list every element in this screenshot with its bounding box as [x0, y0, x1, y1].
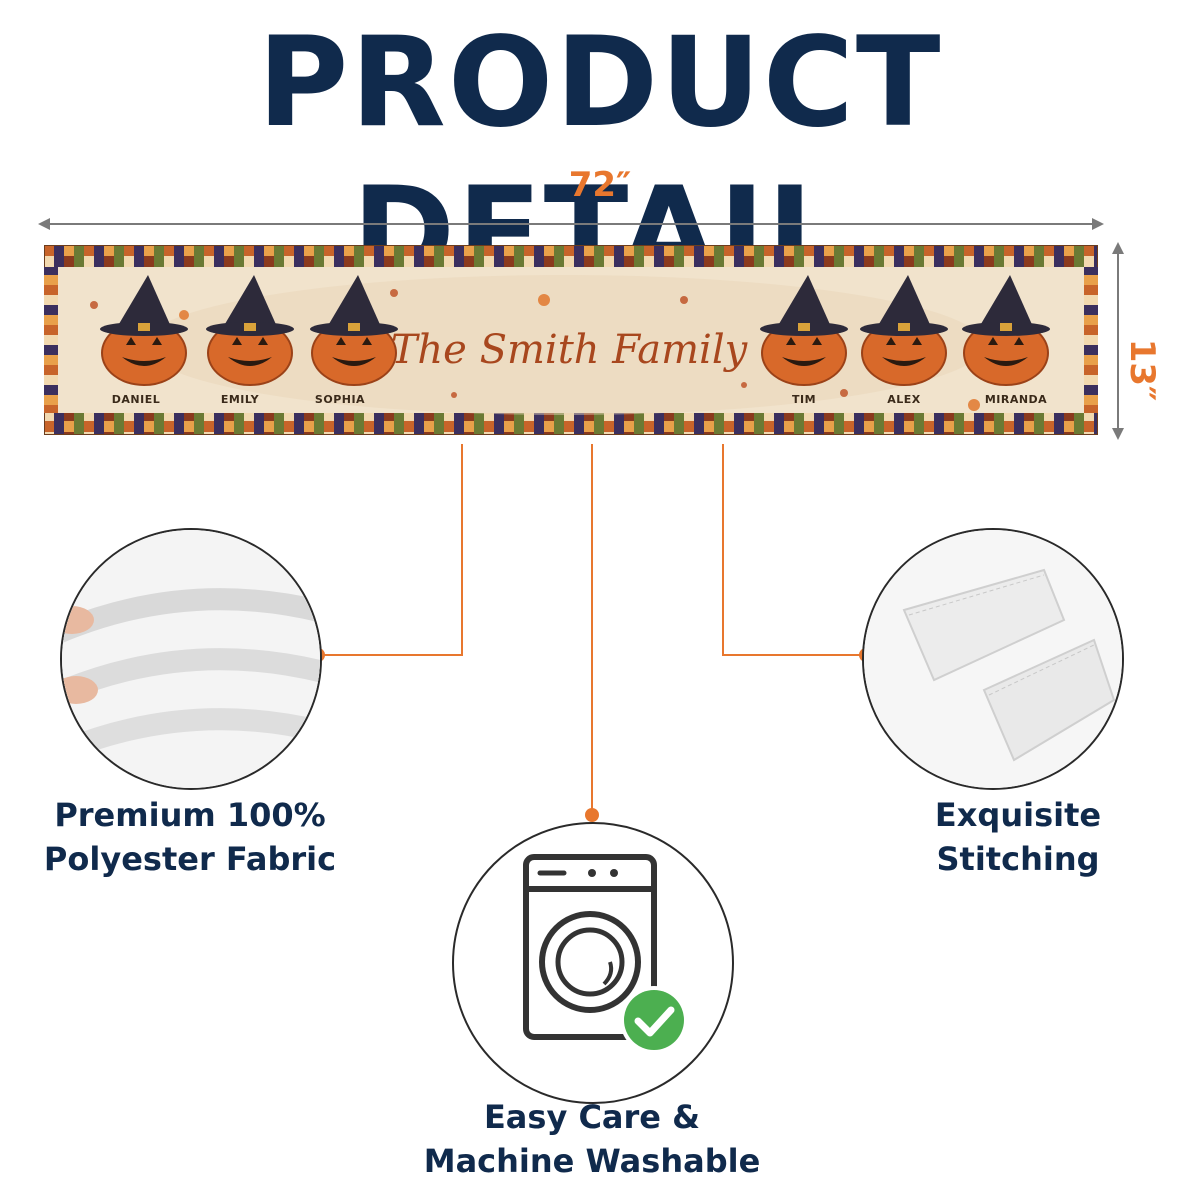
fabric-texture	[62, 530, 320, 788]
care-feature: Easy Care & Machine Washable	[392, 1095, 792, 1183]
care-feature-line1: Easy Care &	[483, 1098, 701, 1136]
name-label: DANIEL	[112, 393, 160, 406]
name-label: SOPHIA	[315, 393, 365, 406]
height-arrow	[1112, 242, 1124, 440]
table-runner-image: The Smith Family DANIEL EMILY SOPHIA TIM…	[44, 245, 1098, 435]
care-feature-line2: Machine Washable	[423, 1142, 761, 1180]
name-label: ALEX	[887, 393, 921, 406]
stitching-feature-line1: Exquisite	[934, 796, 1102, 834]
fabric-feature-line2: Polyester Fabric	[43, 840, 337, 878]
family-text: The Smith Family	[391, 327, 749, 373]
width-dimension-label: 72″	[568, 165, 632, 205]
page-title: PRODUCT DETAIL	[257, 11, 943, 305]
width-arrow	[38, 218, 1104, 230]
stitching-feature: Exquisite Stitching	[848, 793, 1188, 881]
stitching-texture	[864, 530, 1122, 788]
fabric-closeup-circle	[60, 528, 322, 790]
stitching-feature-line2: Stitching	[936, 840, 1100, 878]
name-label: EMILY	[221, 393, 260, 406]
name-label: TIM	[792, 393, 816, 406]
pumpkin-group-right	[760, 275, 1050, 386]
fabric-feature-line1: Premium 100%	[54, 796, 326, 834]
washing-machine-icon	[523, 854, 657, 1040]
stitching-closeup-circle	[862, 528, 1124, 790]
pumpkin-group-left	[100, 275, 398, 386]
fabric-feature: Premium 100% Polyester Fabric	[20, 793, 360, 881]
care-circle	[452, 822, 734, 1104]
name-label: MIRANDA	[985, 393, 1047, 406]
checkmark-icon	[620, 986, 688, 1054]
